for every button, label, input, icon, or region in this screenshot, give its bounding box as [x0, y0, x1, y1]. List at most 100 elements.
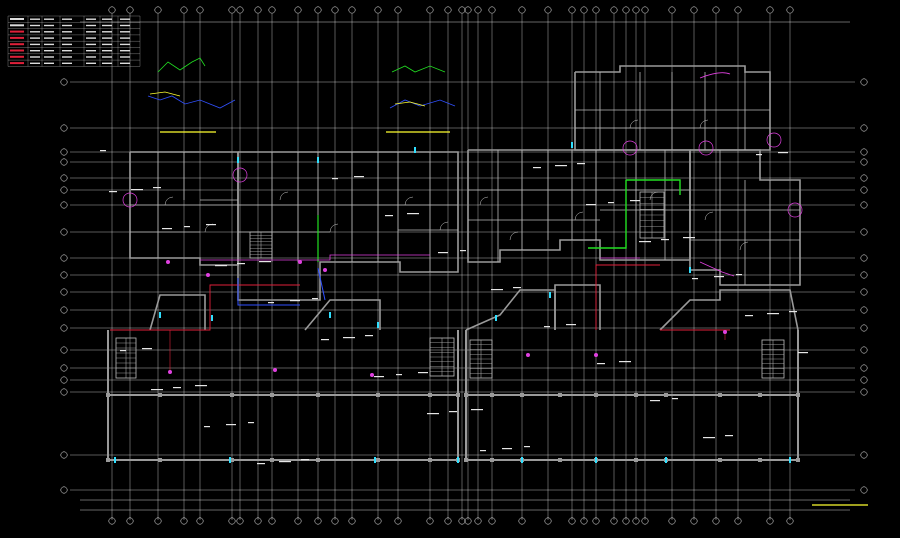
riser-pipe-icon — [521, 457, 523, 463]
annotation-tick — [555, 165, 567, 167]
annotation-tick — [374, 376, 384, 378]
column — [758, 458, 762, 462]
tower-wall — [237, 151, 459, 301]
column-grid-bubble — [180, 517, 188, 525]
column-grid-bubble — [314, 517, 322, 525]
table-cell-text — [30, 43, 40, 46]
column-grid-bubble — [610, 517, 618, 525]
column-grid-bubble — [196, 6, 204, 14]
annotation-tick — [237, 263, 245, 265]
table-cell-text — [44, 31, 54, 33]
pipe-magenta — [200, 254, 430, 261]
column-grid-bubble — [568, 6, 576, 14]
row-grid-bubble — [60, 306, 68, 314]
annotation-tick — [109, 191, 117, 193]
annotation-tick — [491, 289, 503, 291]
table-cell-text — [102, 56, 112, 58]
plumbing-fixtures — [100, 132, 808, 465]
row-grid-bubble — [860, 288, 868, 296]
column-grid-bubble — [236, 517, 244, 525]
table-cell-text — [62, 18, 72, 20]
door-swing-icon — [164, 196, 174, 206]
annotation-tick — [418, 372, 428, 374]
row-grid-bubble — [60, 324, 68, 332]
riser-pipe-icon — [665, 457, 667, 463]
column — [106, 393, 110, 397]
table-swatch — [10, 24, 24, 27]
column-grid-bubble — [488, 6, 496, 14]
row-grid-bubble — [860, 228, 868, 236]
pipe-green — [588, 180, 627, 249]
row-grid-bubble — [860, 486, 868, 494]
annotation-tick — [142, 348, 152, 350]
annotation-tick — [407, 213, 419, 215]
column-grid-bubble — [632, 6, 640, 14]
column — [490, 458, 494, 462]
column — [158, 458, 162, 462]
annotation-tick — [703, 437, 715, 439]
pipe-red — [595, 264, 660, 330]
annotation-tick — [365, 335, 373, 337]
column — [428, 393, 432, 397]
column-grid-bubble — [632, 517, 640, 525]
pipe-red — [110, 284, 300, 331]
annotation-tick — [778, 152, 788, 154]
table-cell-text — [120, 43, 130, 46]
annotation-tick — [354, 176, 364, 178]
table-cell-text — [30, 50, 40, 52]
table-cell-text — [120, 18, 130, 20]
row-grid-bubble — [60, 254, 68, 262]
column — [758, 393, 762, 397]
row-grid-bubble — [60, 376, 68, 384]
door-swing-icon — [329, 223, 339, 233]
column — [796, 458, 800, 462]
pipe-magenta — [699, 72, 731, 79]
row-grid-bubble — [860, 271, 868, 279]
riser-pipe-icon — [317, 157, 319, 163]
row-grid-bubble — [860, 451, 868, 459]
row-grid-bubble — [860, 186, 868, 194]
table-cell-text — [62, 31, 72, 33]
column-grid-bubble — [268, 6, 276, 14]
riser-pipe-icon — [495, 315, 497, 321]
table-cell-text — [86, 56, 96, 58]
column-grid-bubble — [690, 517, 698, 525]
table-cell-text — [30, 62, 40, 64]
annotation-tick — [248, 422, 254, 424]
column-grid-bubble — [610, 6, 618, 14]
table-cell-text — [86, 18, 96, 20]
annotation-tick — [100, 150, 106, 152]
column-grid-bubble — [228, 517, 236, 525]
annotation-tick — [153, 187, 161, 189]
annotation-tick — [639, 241, 651, 243]
row-grid-bubble — [60, 174, 68, 182]
row-grid-bubble — [60, 148, 68, 156]
riser-pipe-icon — [323, 268, 327, 272]
column-grid-bubble — [518, 6, 526, 14]
table-cell-text — [62, 24, 72, 27]
annotation-tick — [471, 409, 483, 411]
column — [376, 393, 380, 397]
annotation-tick — [480, 450, 486, 452]
table-swatch — [10, 43, 24, 46]
row-grid-bubble — [860, 306, 868, 314]
annotation-tick — [692, 278, 698, 280]
annotation-tick — [544, 326, 550, 328]
column — [634, 458, 638, 462]
riser-pipe-icon — [526, 353, 530, 357]
annotation-tick — [131, 189, 143, 191]
riser-pipe-icon — [594, 353, 598, 357]
row-grid-bubble — [860, 324, 868, 332]
column-grid-bubble — [348, 6, 356, 14]
column — [376, 458, 380, 462]
column — [634, 393, 638, 397]
door-swing-icon — [479, 196, 489, 206]
table-cell-text — [44, 56, 54, 58]
door-swing-icon — [439, 221, 449, 231]
column-grid-bubble — [641, 517, 649, 525]
column — [664, 393, 668, 397]
table-cell-text — [120, 37, 130, 39]
riser-pipe-icon — [374, 457, 376, 463]
annotation-tick — [268, 302, 274, 304]
